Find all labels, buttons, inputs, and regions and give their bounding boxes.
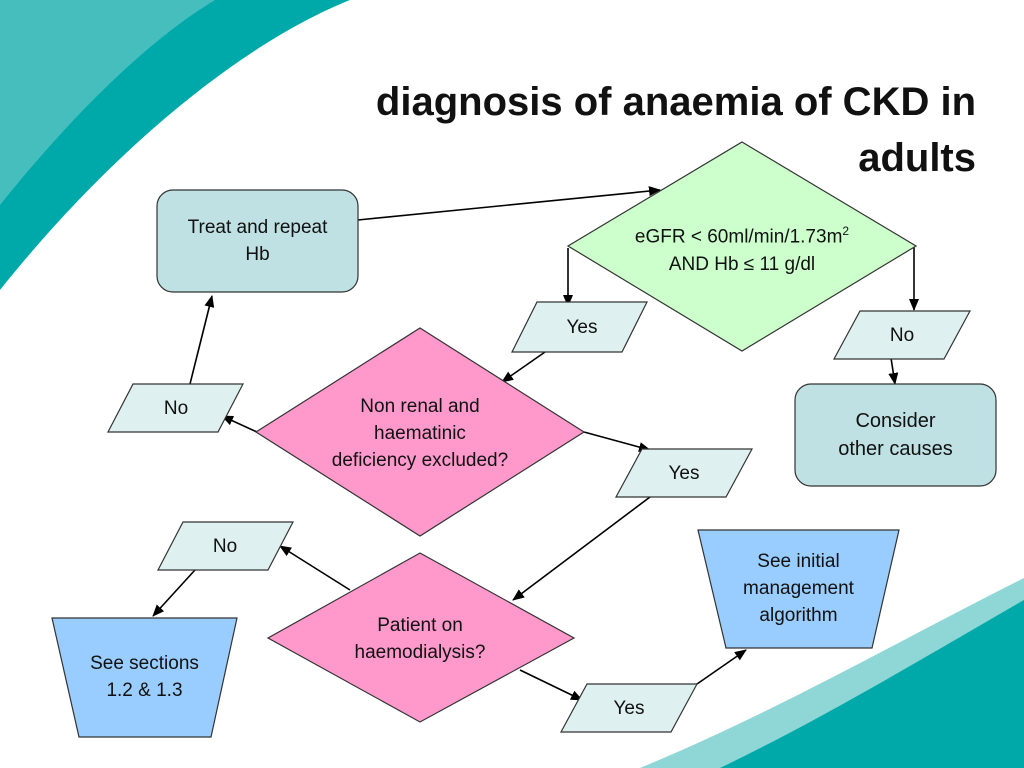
no-haemodialysis-parallelogram (157, 521, 294, 571)
arrow-nonrenal-to-yes (583, 431, 651, 452)
haemodialysis-diamond (266, 552, 576, 723)
yes-egfr-parallelogram (511, 301, 648, 353)
consider-other-box (794, 383, 997, 487)
treat-repeat-box (156, 189, 359, 293)
arrow-treat-to-egfr (357, 186, 661, 221)
yes-non-renal-parallelogram (614, 448, 754, 498)
bottom-right-teal-swoosh (720, 600, 1024, 768)
non-renal-diamond (254, 327, 586, 537)
arrow-haemodialysis-to-no (279, 545, 351, 591)
arrow-haemodialysis-to-yes (519, 669, 583, 701)
top-left-light-swoosh (0, 0, 215, 205)
egfr-decision-diamond (566, 141, 918, 352)
arrow-yes-to-nonrenal (501, 351, 546, 383)
see-sections-trapezoid (51, 617, 238, 738)
arrow-no-to-treat (189, 295, 215, 385)
arrow-no-to-consider (888, 357, 899, 385)
no-non-renal-parallelogram (107, 383, 244, 433)
arrow-yes-to-haemodialysis (512, 496, 651, 601)
yes-haemodialysis-parallelogram (559, 683, 699, 733)
no-egfr-parallelogram (832, 310, 972, 360)
see-initial-trapezoid (697, 529, 900, 649)
page-title: diagnosis of anaemia of CKD in adults (375, 80, 976, 180)
arrow-nonrenal-to-no (221, 415, 258, 433)
connectors (152, 186, 919, 701)
arrow-no-to-sections (152, 569, 196, 617)
arrow-yes-to-initial (696, 649, 747, 685)
